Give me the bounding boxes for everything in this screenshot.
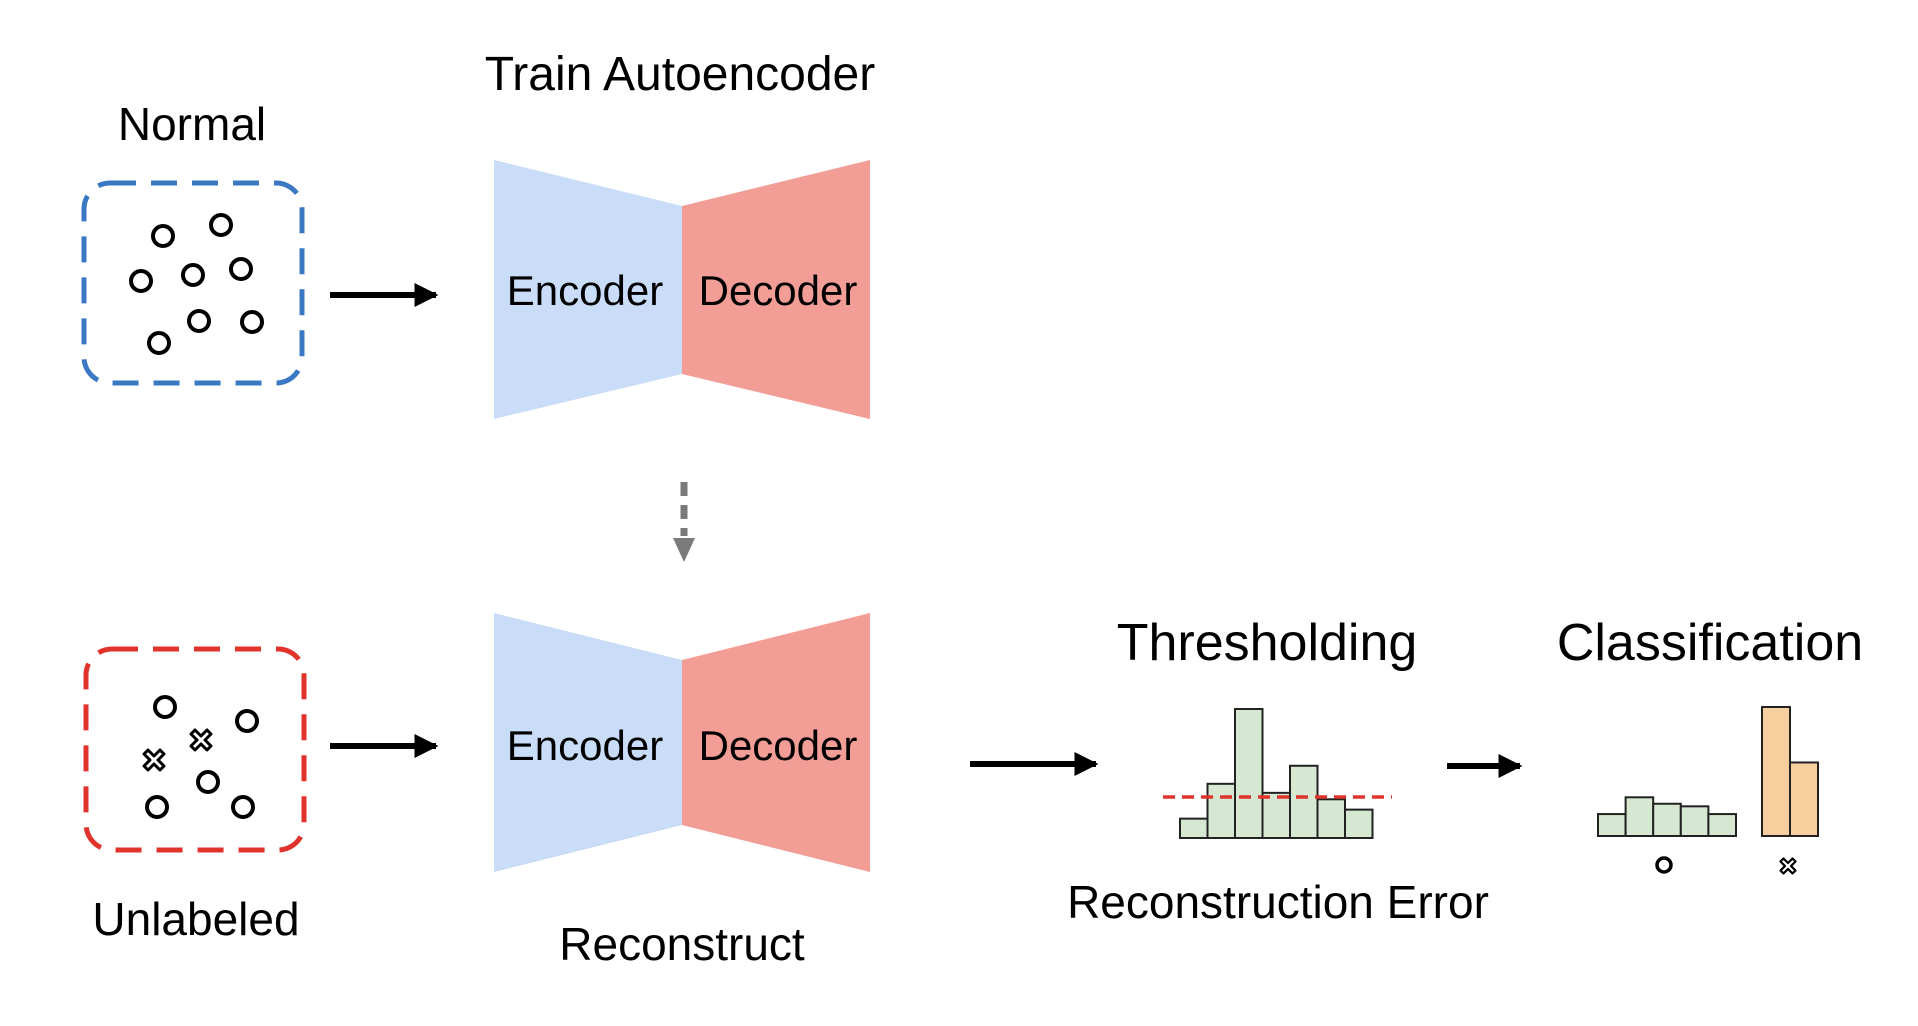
circle-icon <box>151 224 175 248</box>
thresholding-label: Thresholding <box>1117 614 1418 672</box>
normal-class-bar <box>1707 813 1738 838</box>
unlabeled-points <box>142 695 259 819</box>
normal-class-bar <box>1652 802 1682 837</box>
classification-histograms <box>1597 706 1819 838</box>
train-autoencoder: Encoder Decoder <box>494 160 870 419</box>
classification-label: Classification <box>1557 614 1863 672</box>
histogram-bar <box>1206 782 1236 840</box>
circle-icon <box>129 269 153 293</box>
circle-icon <box>229 257 253 281</box>
histogram-bar <box>1316 798 1346 839</box>
normal-points <box>129 213 264 355</box>
circle-icon <box>209 213 233 237</box>
circle-icon <box>1655 856 1673 874</box>
anomaly-class-bar <box>1761 706 1791 837</box>
normal-class-bar <box>1597 813 1627 838</box>
train-autoencoder-label: Train Autoencoder <box>485 48 875 101</box>
histogram-bar <box>1179 817 1209 840</box>
normal-data-box <box>81 180 305 386</box>
cross-icon <box>189 728 213 752</box>
cross-icon <box>1779 857 1797 875</box>
reconstruction-error-histogram <box>1179 708 1374 840</box>
circle-icon <box>196 770 220 794</box>
reconstruct-autoencoder: Encoder Decoder <box>494 613 870 872</box>
unlabeled-data-box <box>83 646 307 853</box>
circle-icon <box>187 309 211 333</box>
histogram-bar <box>1344 808 1374 839</box>
circle-icon <box>153 695 177 719</box>
histogram-bar <box>1289 764 1319 840</box>
encoder-shape <box>494 160 682 419</box>
circle-icon <box>235 709 259 733</box>
decoder-shape <box>682 160 870 419</box>
normal-class-bar <box>1679 805 1710 838</box>
reconstruct-label: Reconstruct <box>559 918 805 970</box>
reconstruction-error-label: Reconstruction Error <box>1067 876 1489 928</box>
histogram-bar <box>1261 791 1291 839</box>
decoder-label: Decoder <box>699 722 858 769</box>
circle-icon <box>147 331 171 355</box>
encoder-shape <box>494 613 682 872</box>
encoder-label: Encoder <box>507 267 663 314</box>
normal-class-bar <box>1624 796 1655 837</box>
decoder-label: Decoder <box>699 267 858 314</box>
encoder-label: Encoder <box>507 722 663 769</box>
unlabeled-label: Unlabeled <box>92 893 299 945</box>
anomaly-class-bar <box>1789 761 1819 837</box>
circle-icon <box>240 310 264 334</box>
circle-icon <box>231 795 255 819</box>
histogram-bar <box>1234 708 1264 839</box>
cross-icon <box>142 748 166 772</box>
decoder-shape <box>682 613 870 872</box>
normal-label: Normal <box>118 98 266 150</box>
circle-icon <box>145 795 169 819</box>
circle-icon <box>181 263 205 287</box>
dashed-arrow-head <box>673 538 695 562</box>
